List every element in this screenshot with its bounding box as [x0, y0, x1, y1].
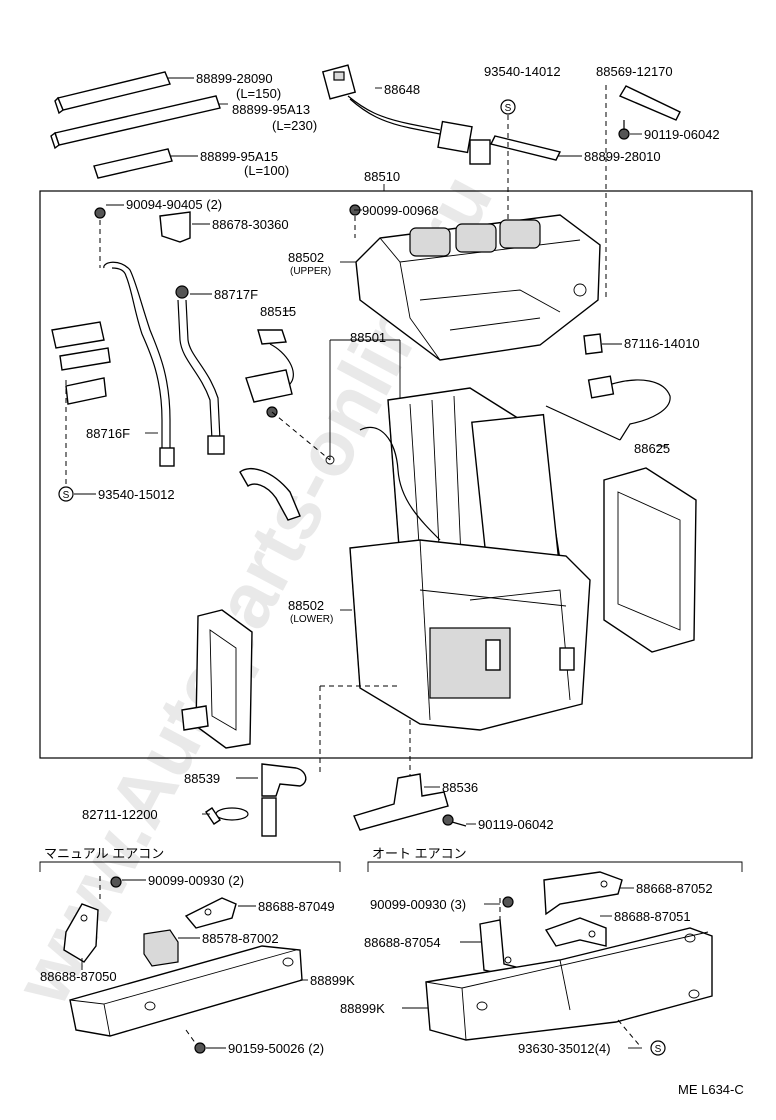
label-93540-15012: 93540-15012 [98, 487, 175, 502]
label-88502-lower: 88502 [288, 598, 324, 613]
label-88502-upper: 88502 [288, 250, 324, 265]
svg-text:S: S [63, 490, 70, 501]
manual-section-bracket [39, 861, 341, 872]
label-87116-14010: 87116-14010 [624, 336, 700, 351]
foam-strip-150 [54, 71, 171, 115]
label-88536: 88536 [442, 780, 478, 795]
label-88899-28090-length: (L=150) [236, 86, 281, 101]
svg-text:S: S [655, 1044, 662, 1055]
bolt-90119-06042-top [618, 120, 630, 140]
label-88717F: 88717F [214, 287, 258, 302]
section-manual-ac: マニュアル エアコン [44, 846, 164, 861]
label-88899-28010: 88899-28010 [584, 149, 661, 164]
svg-text:S: S [505, 103, 512, 114]
pipe-88717F [175, 285, 225, 455]
label-88510: 88510 [364, 169, 400, 184]
label-88668-87052: 88668-87052 [636, 881, 713, 896]
side-frame-left [181, 609, 253, 749]
label-88688-87054: 88688-87054 [364, 935, 441, 950]
lower-case-88502 [349, 539, 591, 731]
label-88688-87050: 88688-87050 [40, 969, 117, 984]
screw-90099-00930-manual [99, 876, 122, 900]
label-88678-30360: 88678-30360 [212, 217, 289, 232]
label-88502-upper-tag: (UPPER) [290, 266, 331, 277]
drain-elbow [239, 468, 301, 521]
duct-88899K-auto [425, 927, 713, 1047]
pad-88578-87002 [143, 929, 179, 967]
bracket-88668-87052 [543, 871, 623, 916]
label-88569-12170: 88569-12170 [596, 64, 673, 79]
bracket-88688-87051 [544, 917, 607, 947]
hose-88539 [261, 763, 307, 837]
bracket-88536 [353, 773, 449, 831]
bracket-88899-28010 [489, 115, 562, 305]
label-88899-95A13-length: (L=230) [272, 118, 317, 133]
label-93540-14012: 93540-14012 [484, 64, 561, 79]
label-88716F: 88716F [86, 426, 130, 441]
label-88502-lower-tag: (LOWER) [290, 614, 333, 625]
label-88515: 88515 [260, 304, 296, 319]
foam-strip-100 [93, 148, 173, 179]
clip-88678-30360 [159, 211, 191, 243]
label-90119-06042-top: 90119-06042 [644, 127, 720, 142]
section-auto-ac: オート エアコン [372, 846, 467, 861]
diagram-code: ME L634-C [678, 1082, 744, 1097]
clamp-82711-12200 [205, 807, 249, 825]
label-90099-00968: 90099-00968 [362, 203, 439, 218]
label-90099-00930-auto: 90099-00930 (3) [370, 897, 466, 912]
bracket-88688-87050 [63, 903, 99, 963]
label-88899-28090: 88899-28090 [196, 71, 273, 86]
label-88899K-auto: 88899K [340, 1001, 385, 1016]
label-90099-00930-manual: 90099-00930 (2) [148, 873, 244, 888]
label-88899-95A15-length: (L=100) [244, 163, 289, 178]
label-88899-95A13: 88899-95A13 [232, 102, 310, 117]
label-82711-12200: 82711-12200 [82, 807, 158, 822]
expansion-valve-88515 [245, 329, 331, 461]
s-mark-93630-35012: S [650, 1040, 666, 1056]
thermistor-88625 [545, 375, 671, 441]
label-88648: 88648 [384, 82, 420, 97]
assembly-frame [39, 190, 753, 759]
label-88688-87049: 88688-87049 [258, 899, 335, 914]
screw-90159-50026 [185, 1029, 206, 1054]
label-90159-50026: 90159-50026 (2) [228, 1041, 324, 1056]
label-93630-35012: 93630-35012(4) [518, 1041, 611, 1056]
side-frame-right [603, 467, 697, 653]
clip-87116-14010 [583, 333, 603, 355]
label-88688-87051: 88688-87051 [614, 909, 691, 924]
screw-90094-90405 [94, 207, 106, 268]
evaporator-88501 [325, 387, 561, 591]
pipe-88716F [51, 261, 175, 485]
upper-case-88502 [355, 214, 601, 361]
foam-strip-230 [50, 95, 221, 150]
auto-section-bracket [367, 861, 743, 872]
bolt-90119-06042-bottom [442, 814, 467, 827]
label-88899-95A15: 88899-95A15 [200, 149, 278, 164]
wire-harness-88648 [321, 64, 491, 165]
s-mark-93540-15012: S [58, 486, 74, 502]
label-88539: 88539 [184, 771, 220, 786]
label-88899K-manual: 88899K [310, 973, 355, 988]
bracket-88569-12170 [605, 85, 681, 300]
label-90094-90405: 90094-90405 (2) [126, 197, 222, 212]
label-90119-06042-bottom: 90119-06042 [478, 817, 554, 832]
s-mark-93540-14012: S [500, 99, 516, 115]
screw-90099-00930-auto [499, 896, 514, 928]
label-88625: 88625 [634, 441, 670, 456]
label-88501: 88501 [350, 330, 386, 345]
bracket-88688-87049 [184, 897, 237, 929]
label-88578-87002: 88578-87002 [202, 931, 279, 946]
